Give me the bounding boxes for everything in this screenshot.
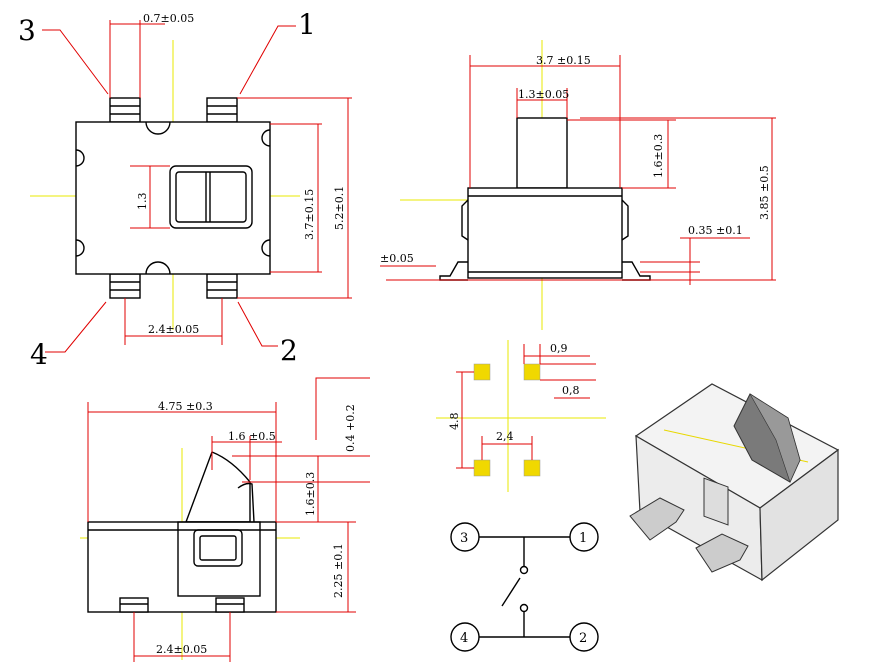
dim-overall-height: 5.2±0.1 [333, 186, 346, 230]
pad-3 [473, 459, 491, 477]
dim-body-height: 3.7±0.15 [303, 189, 316, 240]
dim-front-body-width: 3.7 ±0.15 [536, 54, 591, 67]
dim-pin-pitch: 2.4±0.05 [148, 323, 199, 336]
side-view: 4.75 ±0.3 1.6 ±0.5 0.4 +0.2 1.6±0.3 2.25… [80, 377, 370, 662]
pin-2-lead [206, 273, 238, 299]
pin-label-4: 4 [30, 338, 48, 371]
top-view-body [75, 121, 271, 275]
dim-side-travel: 0.4 +0.2 [344, 404, 357, 452]
pad-1 [473, 363, 491, 381]
front-lead-left [439, 261, 468, 281]
dim-front-lead-height: 0.35 ±0.1 [688, 224, 743, 237]
dim-side-length: 4.75 ±0.3 [158, 400, 213, 413]
bottom-notch [145, 261, 171, 275]
pin-4-lead [109, 273, 141, 299]
side-window [177, 521, 261, 597]
dim-center-height: 1.3 [136, 193, 149, 211]
front-body [467, 187, 623, 279]
dim-front-lead-tol: ±0.05 [380, 252, 414, 265]
terminal-1-label: 1 [579, 531, 587, 546]
terminal-3-label: 3 [460, 531, 468, 546]
terminal-2-label: 2 [579, 631, 587, 646]
pin-label-3: 3 [18, 14, 36, 47]
top-notch [145, 121, 171, 135]
schematic: 3 1 4 2 [450, 522, 599, 652]
dim-side-actuator-len: 1.6 ±0.5 [228, 430, 276, 443]
pad-layout: 0,9 0,8 4.8 2,4 [436, 340, 606, 492]
dim-front-actuator-width: 1.3±0.05 [518, 88, 569, 101]
dim-pad-x-pitch: 2,4 [496, 430, 514, 443]
3d-render [629, 383, 840, 582]
dim-side-actuator-height: 1.6±0.3 [304, 472, 317, 516]
dim-front-actuator-height: 1.6±0.3 [652, 134, 665, 178]
dim-front-total-height: 3.85 ±0.5 [758, 165, 771, 220]
pin-1-lead [206, 97, 238, 123]
dim-pad-width: 0,9 [550, 342, 568, 355]
pin-3-lead [109, 97, 141, 123]
dim-side-body-height: 2.25 ±0.1 [332, 543, 345, 598]
pad-4 [523, 459, 541, 477]
terminal-4-label: 4 [460, 631, 468, 646]
pin-label-1: 1 [298, 8, 316, 41]
front-view: 3.7 ±0.15 1.3±0.05 1.6±0.3 3.85 ±0.5 0.3… [380, 40, 776, 330]
dim-pad-height: 0,8 [562, 384, 580, 397]
pin-label-2: 2 [280, 334, 298, 367]
pad-2 [523, 363, 541, 381]
dim-pad-y-pitch: 4.8 [448, 413, 461, 431]
switch-contact [501, 577, 521, 607]
top-view: 0.7±0.05 1.3 3.7±0.15 5.2±0.1 2.4±0.05 3… [18, 8, 352, 371]
front-actuator [516, 117, 568, 189]
front-lead-right [622, 261, 651, 281]
dim-side-pin-pitch: 2.4±0.05 [156, 643, 207, 656]
dim-pin-width: 0.7±0.05 [143, 12, 194, 25]
actuator-top [169, 165, 253, 229]
side-body [87, 521, 277, 613]
